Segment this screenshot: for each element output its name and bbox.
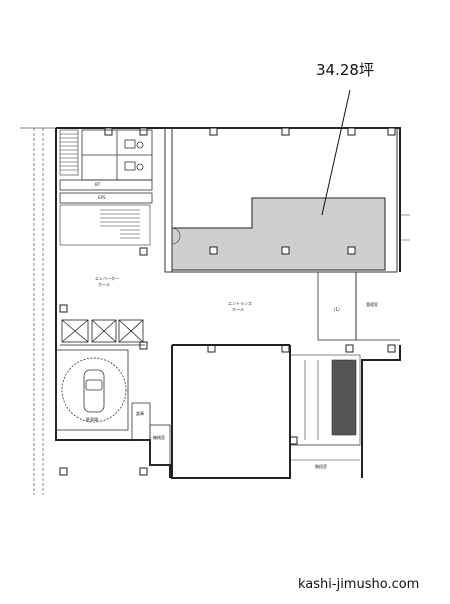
label-bt: BT (95, 182, 101, 187)
right-mid-rooms (317, 271, 400, 341)
label-parking: 駐車場 (86, 417, 98, 422)
site-watermark[interactable]: kashi-jimusho.com (298, 577, 420, 592)
stair-right (289, 354, 361, 461)
label-eps: EPS (98, 195, 106, 200)
columns (59, 127, 396, 476)
small-rooms (131, 402, 171, 466)
label-room-1: (1) (334, 307, 340, 312)
stair-top-left (59, 129, 79, 176)
area-leader-line (321, 89, 351, 216)
area-label: 34.28坪 (316, 61, 374, 79)
label-elevator-hall: エレベーター (95, 276, 119, 281)
stair-middle (59, 204, 151, 246)
label-entrance: エントランス (228, 301, 252, 306)
label-elevator-hall-sub: ホール (98, 282, 110, 287)
leased-area (171, 197, 386, 271)
elevators (60, 319, 145, 346)
car-turntable (55, 349, 129, 431)
label-stairs-room: 階段室 (315, 464, 327, 469)
label-room-4: 機械室 (153, 435, 165, 440)
label-room-3: 倉庫 (136, 411, 144, 416)
service-rooms (59, 129, 153, 204)
lower-center-room (171, 344, 291, 479)
label-room-2: 管理室 (366, 302, 378, 307)
label-entrance-sub: ホール (232, 307, 244, 312)
door-swings (171, 214, 410, 245)
site-boundary (20, 127, 56, 495)
